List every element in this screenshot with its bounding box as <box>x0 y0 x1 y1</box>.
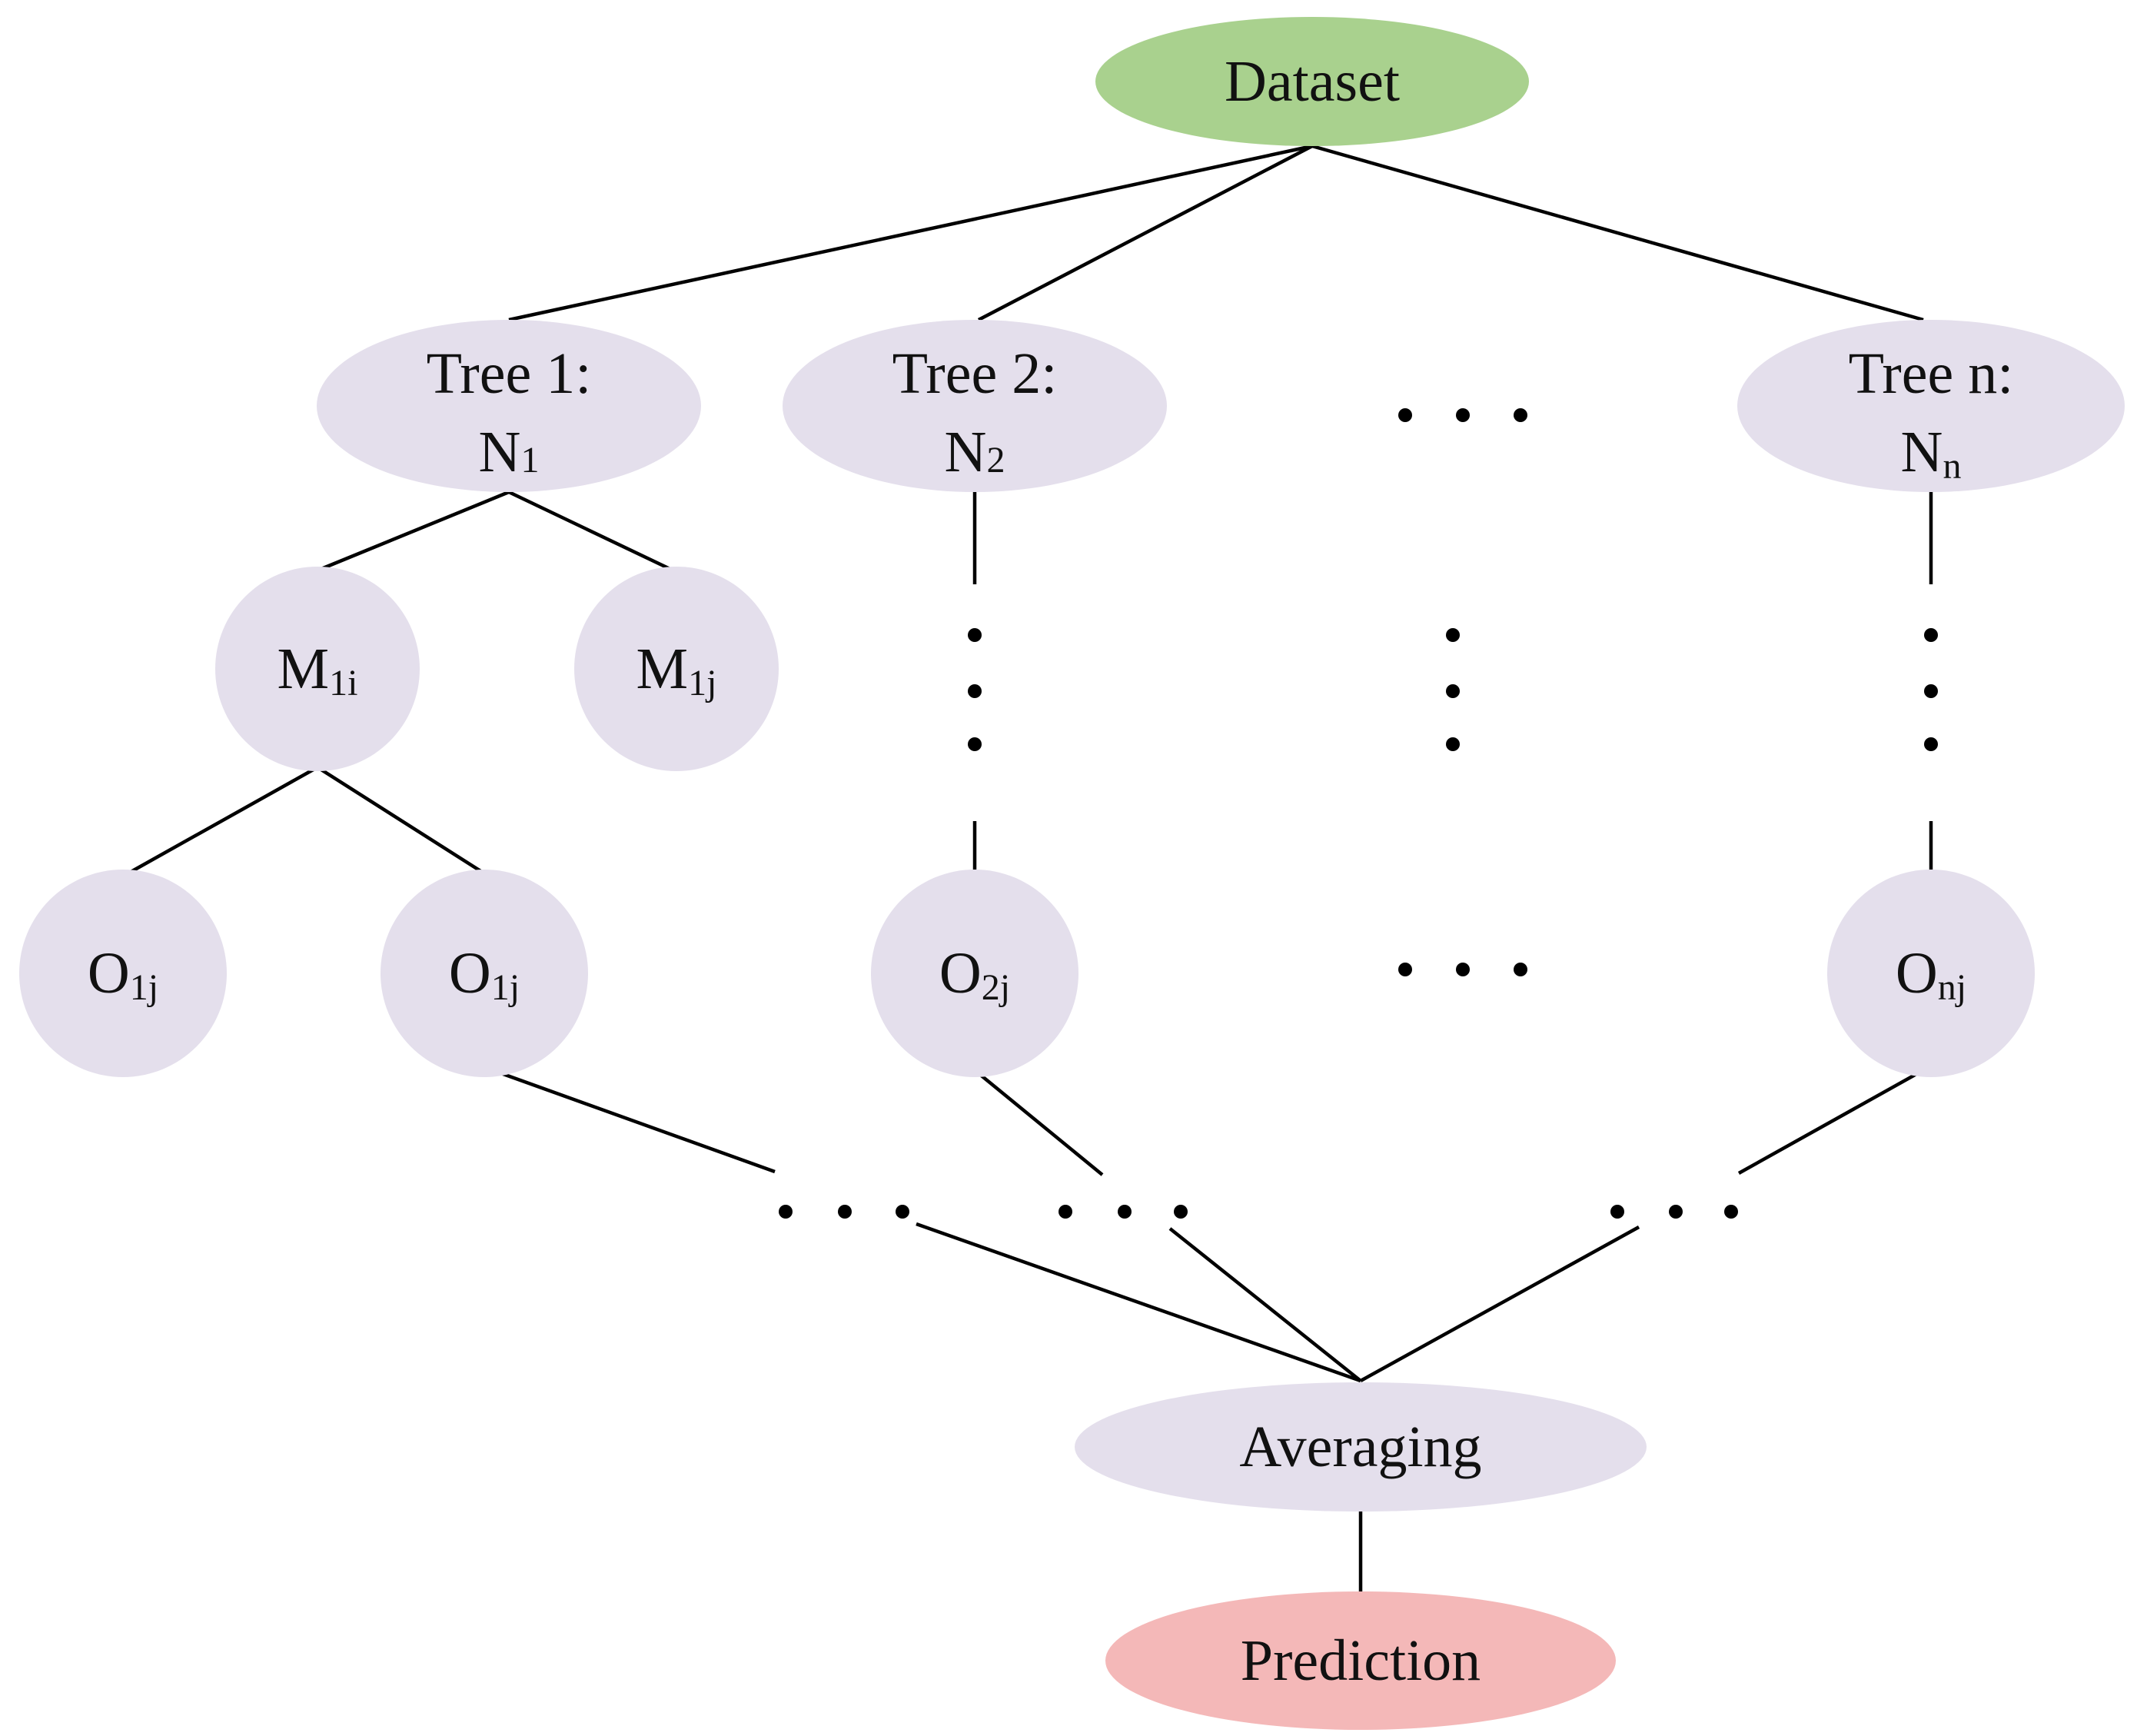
tree-n-node: Tree n: Nn <box>1737 320 2125 492</box>
tree-2-shape <box>783 320 1167 492</box>
edge-o1j-lower <box>916 1222 1361 1383</box>
o1j-left-node: O1j <box>19 870 227 1077</box>
onj-base: O <box>1896 941 1938 1006</box>
averaging-node: Averaging <box>1075 1382 1647 1512</box>
tree-n-symbol-sub: n <box>1943 446 1961 487</box>
ellipsis-dot <box>1398 408 1412 422</box>
o1j-right-label: O1j <box>449 941 520 1008</box>
edge-m1i-o1j-left <box>124 766 319 876</box>
m1j-base: M <box>636 637 689 701</box>
m1j-shape <box>574 567 779 771</box>
ellipsis-dot <box>1514 408 1527 422</box>
ellipsis-dot <box>1398 963 1412 976</box>
edge-o2j-lower <box>1168 1227 1362 1382</box>
edge-onj-lower <box>1359 1226 1640 1382</box>
ellipsis-dot <box>1446 737 1460 751</box>
ellipsis-dot <box>1924 628 1938 642</box>
o2j-base: O <box>939 941 982 1006</box>
ellipsis-dot <box>968 737 982 751</box>
o2j-sub: 2j <box>982 967 1010 1008</box>
ellipsis-dot <box>1446 628 1460 642</box>
ellipsis-dot <box>1059 1205 1072 1219</box>
edge-onj-upper <box>1737 1069 1925 1175</box>
o1j-right-shape <box>381 870 588 1077</box>
onj-label: Onj <box>1896 941 1966 1008</box>
m1j-label: M1j <box>636 637 717 703</box>
tree-2-symbol-sub: 2 <box>986 440 1005 481</box>
edge-o2j-upper <box>973 1069 1104 1176</box>
onj-node: Onj <box>1827 870 2035 1077</box>
ellipsis-dot <box>1610 1205 1624 1219</box>
edge-tree1-m1j <box>508 490 677 574</box>
edge-dataset-tree1 <box>508 144 1313 322</box>
edge-tree1-m1i <box>313 490 510 574</box>
tree-n-symbol: Nn <box>1901 420 1962 487</box>
tree-2-symbol-base: N <box>945 420 987 484</box>
prediction-shape <box>1105 1591 1616 1730</box>
ellipsis-dot <box>1118 1205 1132 1219</box>
averaging-shape <box>1075 1382 1647 1512</box>
tree-n-shape <box>1737 320 2125 492</box>
onj-sub: nj <box>1938 967 1966 1008</box>
ellipsis-dots <box>779 408 1938 1219</box>
tree-2-symbol: N2 <box>945 420 1005 484</box>
edges <box>124 144 1933 1591</box>
ellipsis-dot <box>1514 963 1527 976</box>
edge-dataset-treen <box>1311 144 1924 322</box>
edge-m1i-o1j-right <box>316 766 486 875</box>
m1i-label: M1i <box>278 637 358 703</box>
tree-1-shape <box>317 320 701 492</box>
ellipsis-dot <box>968 684 982 698</box>
tree-1-symbol-sub: 1 <box>520 440 539 481</box>
tree-2-node: Tree 2: N2 <box>783 320 1167 492</box>
o1j-left-label: O1j <box>88 941 158 1008</box>
ellipsis-dot <box>1724 1205 1738 1219</box>
tree-n-symbol-base: N <box>1901 420 1943 484</box>
dataset-shape <box>1095 17 1529 146</box>
tree-1-symbol: N1 <box>479 420 540 484</box>
ellipsis-dot <box>1924 737 1938 751</box>
o1j-left-base: O <box>88 941 130 1006</box>
m1i-sub: 1i <box>329 663 357 703</box>
m1i-node: M1i <box>215 567 420 771</box>
m1i-shape <box>215 567 420 771</box>
dataset-label: Dataset <box>1225 49 1400 114</box>
tree-2-title: Tree 2: <box>892 341 1058 406</box>
o1j-right-base: O <box>449 941 491 1006</box>
ellipsis-dot <box>838 1205 852 1219</box>
o2j-node: O2j <box>871 870 1078 1077</box>
o1j-left-shape <box>19 870 227 1077</box>
o2j-shape <box>871 870 1078 1077</box>
tree-1-symbol-base: N <box>479 420 521 484</box>
tree-n-title: Tree n: <box>1849 341 2014 406</box>
o2j-label: O2j <box>939 941 1010 1008</box>
ellipsis-dot <box>968 628 982 642</box>
edge-o1j-upper <box>487 1066 776 1174</box>
onj-shape <box>1827 870 2035 1077</box>
tree-1-title: Tree 1: <box>427 341 592 406</box>
m1i-base: M <box>278 637 330 701</box>
ellipsis-dot <box>1174 1205 1188 1219</box>
o1j-left-sub: 1j <box>130 967 158 1008</box>
averaging-label: Averaging <box>1239 1415 1481 1479</box>
tree-1-node: Tree 1: N1 <box>317 320 701 492</box>
ellipsis-dot <box>1669 1205 1683 1219</box>
ellipsis-dot <box>1456 408 1470 422</box>
edge-dataset-tree2 <box>977 145 1314 321</box>
dataset-node: Dataset <box>1095 17 1529 146</box>
prediction-label: Prediction <box>1241 1628 1481 1693</box>
ellipsis-dot <box>779 1205 793 1219</box>
ellipsis-dot <box>896 1205 909 1219</box>
ellipsis-dot <box>1456 963 1470 976</box>
prediction-node: Prediction <box>1105 1591 1616 1730</box>
m1j-node: M1j <box>574 567 779 771</box>
ellipsis-dot <box>1446 684 1460 698</box>
ellipsis-dot <box>1924 684 1938 698</box>
o1j-right-sub: 1j <box>491 967 520 1008</box>
o1j-right-node: O1j <box>381 870 588 1077</box>
m1j-sub: 1j <box>688 663 716 703</box>
